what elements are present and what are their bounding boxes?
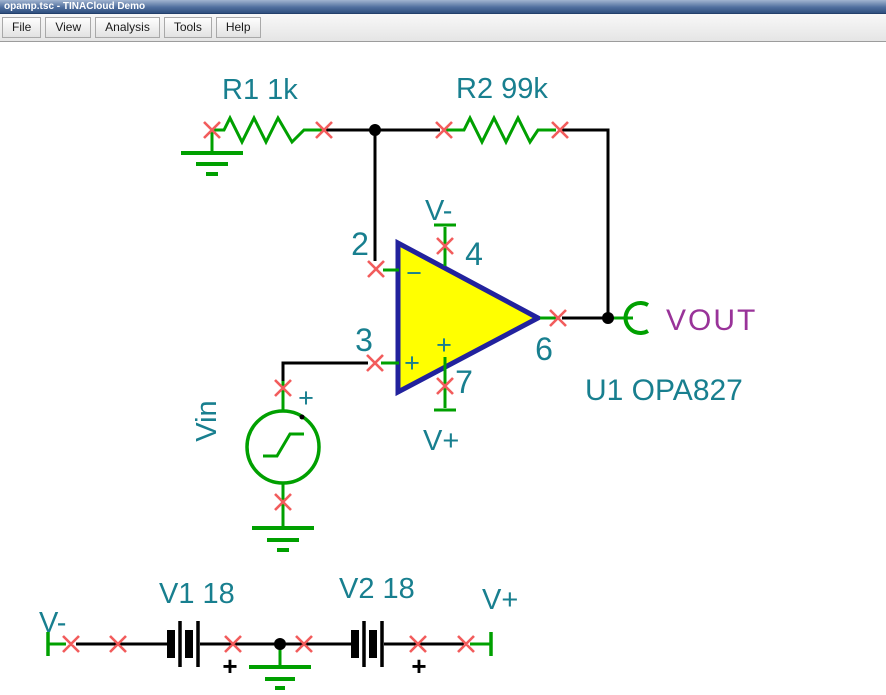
ground-symbol-vin[interactable] [252,526,314,552]
wires[interactable] [76,128,610,646]
r2-label[interactable]: R2 99k [456,73,548,105]
junction-rail-node [274,638,286,650]
vin-plus-terminal-dot [299,414,305,420]
r1-body[interactable] [212,114,322,146]
opamp-pin7-number: 7 [455,364,473,400]
v2-label[interactable]: V2 18 [339,573,415,605]
rail-vminus-label[interactable]: V- [39,607,66,639]
rail-left-terminal[interactable] [46,632,66,656]
opamp-vminus-label[interactable]: V- [425,195,452,227]
menu-analysis[interactable]: Analysis [95,17,160,38]
title-bar: opamp.tsc - TINACloud Demo [0,0,886,14]
resistor-r1[interactable] [181,114,322,176]
opamp-vplus-label[interactable]: V+ [423,425,459,457]
opamp-pin3-number: 3 [355,322,373,358]
battery-v1[interactable] [167,621,200,667]
vout-terminal[interactable] [613,301,649,335]
menu-bar: File View Analysis Tools Help [0,14,886,42]
ground-symbol-r1[interactable] [181,151,243,176]
opamp-supply-plus-sign: + [436,330,452,360]
opamp-noninverting-sign: + [404,348,420,378]
vin-label[interactable]: Vin [191,400,223,441]
vout-label[interactable]: VOUT [666,304,757,337]
opamp-pin4-number: 4 [465,236,483,272]
vin-polarity-sign: + [298,383,314,413]
v1-label[interactable]: V1 18 [159,578,235,610]
ground-symbol-rail[interactable] [249,646,311,690]
junction-feedback-node [369,124,381,136]
v2-polarity-sign: + [411,651,426,681]
menu-view[interactable]: View [45,17,92,38]
rail-vplus-label[interactable]: V+ [482,584,518,616]
wire-r2-to-output[interactable] [562,128,610,318]
rail-right-terminal[interactable] [470,632,493,656]
junction-output-node [602,312,614,324]
vout-clip[interactable] [623,301,649,335]
opamp-triangle[interactable] [395,238,544,397]
opamp-pin7-stub[interactable] [434,357,456,412]
r2-body[interactable] [446,114,556,146]
opamp-pin2-number: 2 [351,226,369,262]
junction-dots [274,124,614,650]
r1-label[interactable]: R1 1k [222,74,298,106]
opamp-ref-label[interactable]: U1 OPA827 [585,374,743,407]
opamp-inverting-sign: − [406,258,422,288]
opamp-u1[interactable]: − + + [381,223,556,412]
opamp-pin6-number: 6 [535,331,553,367]
resistor-r2[interactable] [446,114,556,146]
source-vin[interactable] [245,381,321,552]
window-title: opamp.tsc - TINACloud Demo [4,1,146,12]
vin-waveform-icon [263,432,304,458]
connection-x-marks [62,121,569,653]
v1-polarity-sign: + [222,651,237,681]
menu-help[interactable]: Help [215,17,261,38]
menu-file[interactable]: File [2,17,42,38]
wire-vin-to-pin3[interactable] [281,361,368,381]
menu-tools[interactable]: Tools [163,17,212,38]
battery-v2[interactable] [351,621,384,667]
